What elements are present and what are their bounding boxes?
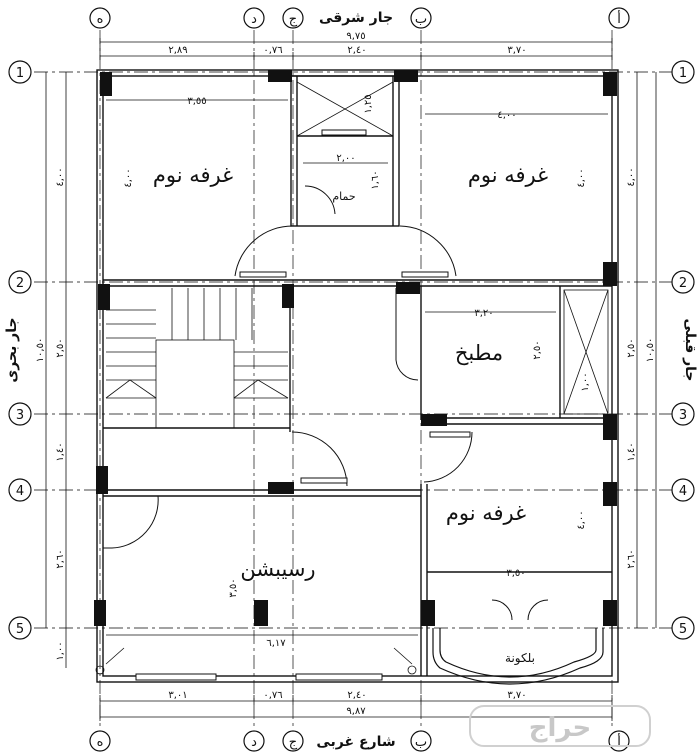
axis-label-left-5: 5 [16,622,24,637]
room-bedroom-top-left: غرفه نوم [153,163,233,187]
axis-label-bottom-d: د [251,735,257,750]
dim-bed-right-height: ٤,٠٠ [576,510,587,529]
dim-left-total: ١٠,٥٠ [35,338,46,363]
axis-bubbles [8,7,695,752]
dim-left-5: ١,٠٠ [55,641,66,660]
dim-shaft-height: ١,٢٥ [363,94,374,113]
dim-right-4: ٢,٦٠ [626,549,637,568]
bottom-dimension-lines [99,695,613,721]
interior-dim-lines [106,99,608,636]
dim-left-4: ٢,٦٠ [55,549,66,568]
dim-shaft2-height: ١,٠٠ [580,372,591,391]
stairs [105,288,289,429]
doors [103,185,549,621]
axis-label-bottom-c: ج [289,735,298,750]
axis-label-bottom-a: أ [617,733,621,750]
axis-label-bottom-b: ب [415,735,427,750]
dim-top-seg-1: ٢,٨٩ [168,45,187,56]
shafts [296,81,609,415]
dim-left-3: ١,٤٠ [55,442,66,461]
axis-label-left-4: 4 [16,484,24,499]
dim-bath-width: ٢,٠٠ [336,153,355,164]
columns [94,70,617,626]
axis-label-top-c: ج [289,12,298,27]
dim-bottom-seg-4: ٣,٧٠ [507,690,526,701]
room-kitchen: مطبخ [455,341,503,365]
dim-bath-height: ١,٦٠ [370,170,381,189]
watermark-logo: حراج [469,705,651,747]
axis-label-right-1: 1 [679,66,687,81]
room-balcony: بلكونة [505,651,535,666]
dim-kitchen-height: ٢,٥٠ [532,340,543,359]
dim-top-seg-2: ٠,٧٦ [263,45,282,56]
room-bedroom-top-right: غرفه نوم [468,163,548,187]
dim-top-total: ٩,٧٥ [346,31,365,42]
dim-kitchen-width: ٣,٢٠ [474,308,493,319]
street-bottom-label: شارع غربى [316,734,395,750]
axis-label-top-a: أ [617,10,621,27]
axis-label-bottom-e: ه [97,735,104,750]
dim-right-1: ٤,٠٠ [626,167,637,186]
corner-marks [95,647,417,675]
balcony [432,628,604,685]
dim-right-2: ٢,٥٠ [626,338,637,357]
axis-label-top-d: د [251,12,257,27]
dim-left-1: ٤,٠٠ [55,167,66,186]
watermark-text: حراج [529,713,592,743]
dim-top-seg-4: ٣,٧٠ [507,45,526,56]
dim-left-2: ٢,٥٠ [55,338,66,357]
axis-label-right-2: 2 [679,276,687,291]
dim-right-total: ١٠,٥٠ [645,338,656,363]
dim-bottom-total: ٩,٨٧ [346,706,366,717]
dim-right-3: ١,٤٠ [626,442,637,461]
room-bathroom: حمام [332,190,355,203]
neighbor-left-label: جار بحرى [4,317,20,382]
dim-bed-right-width: ٣,٥٠ [506,568,525,579]
room-reception: رسيبشن [240,557,315,581]
dim-bedroom-tl-width: ٣,٥٥ [187,96,206,107]
neighbor-top-label: جار شرقى [319,10,393,26]
dim-bedroom-tl-height: ٤,٠٠ [123,168,134,187]
dim-top-seg-3: ٢,٤٠ [347,45,366,56]
dim-bottom-seg-1: ٣,٠١ [168,690,187,701]
axis-label-right-5: 5 [679,622,687,637]
dim-reception-height: ٣,٥٠ [228,578,239,597]
side-dimension-lines [45,72,657,668]
dim-reception-width: ٦,١٧ [266,638,286,649]
neighbor-right-label: جار قبلى [682,318,698,381]
windows [135,129,471,681]
axis-label-right-3: 3 [679,408,687,423]
dim-bottom-seg-2: ٠,٧٦ [263,690,282,701]
walls [96,69,619,683]
room-bedroom-right: غرفه نوم [446,501,526,525]
dim-bottom-seg-3: ٢,٤٠ [347,690,366,701]
top-dimension-lines [99,38,613,60]
axis-label-left-3: 3 [16,408,24,423]
dim-bedroom-tr-height: ٤,٠٠ [576,168,587,187]
axis-label-top-e: ه [97,12,104,27]
axis-label-top-b: ب [415,12,427,27]
axis-label-left-1: 1 [16,66,24,81]
dim-bedroom-tr-width: ٤,٠٠ [497,110,516,121]
axis-label-left-2: 2 [16,276,24,291]
axis-label-right-4: 4 [679,484,687,499]
